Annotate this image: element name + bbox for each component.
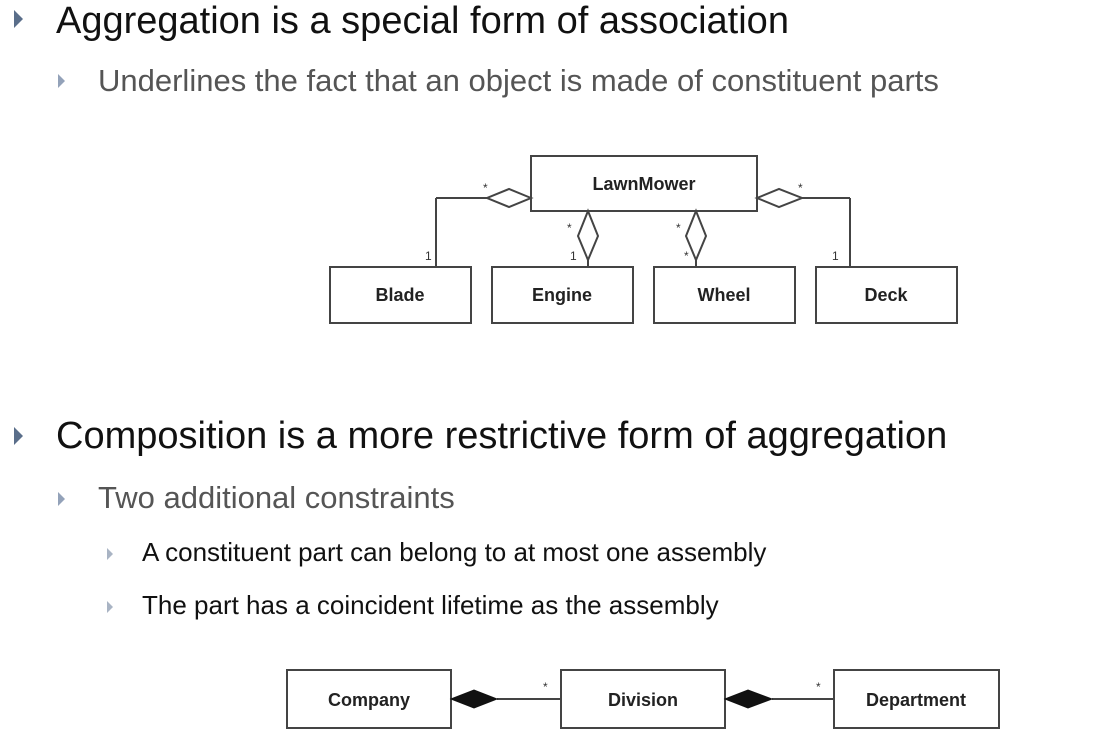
multiplicity-blade-whole: * bbox=[483, 181, 488, 195]
class-name-wheel: Wheel bbox=[697, 285, 750, 305]
multiplicity-engine-whole: * bbox=[567, 221, 572, 235]
aggregation-diamond-blade bbox=[484, 187, 534, 209]
class-box-department bbox=[833, 669, 1000, 729]
aggregation-diamond-wheel bbox=[684, 208, 708, 263]
multiplicity-deck-part: 1 bbox=[832, 249, 839, 263]
class-name-division: Division bbox=[608, 690, 678, 710]
triangle-bullet-icon bbox=[107, 548, 113, 560]
triangle-bullet-icon bbox=[58, 74, 65, 88]
composition-diamond-division bbox=[723, 689, 774, 709]
class-box-blade bbox=[329, 266, 472, 324]
multiplicity-division: * bbox=[543, 680, 548, 694]
triangle-bullet-icon bbox=[107, 601, 113, 613]
class-name-engine: Engine bbox=[532, 285, 592, 305]
class-name-blade: Blade bbox=[375, 285, 424, 305]
class-name-company: Company bbox=[328, 690, 410, 710]
aggregation-diamond-engine bbox=[576, 208, 600, 263]
multiplicity-engine-part: 1 bbox=[570, 249, 577, 263]
class-name-deck: Deck bbox=[864, 285, 908, 305]
multiplicity-blade-part: 1 bbox=[425, 249, 432, 263]
class-box-wheel bbox=[653, 266, 796, 324]
bullet-composition-detail: Two additional constraints bbox=[98, 480, 455, 515]
triangle-bullet-icon bbox=[14, 10, 23, 28]
class-box-lawnmower bbox=[530, 155, 758, 212]
triangle-bullet-icon bbox=[14, 427, 23, 445]
composition-diamond-company bbox=[449, 689, 499, 709]
class-box-deck bbox=[815, 266, 958, 324]
bullet-aggregation-detail: Underlines the fact that an object is ma… bbox=[98, 63, 939, 98]
multiplicity-wheel-part: * bbox=[684, 249, 689, 263]
aggregation-diamond-deck bbox=[754, 187, 805, 209]
multiplicity-department: * bbox=[816, 680, 821, 694]
class-box-company bbox=[286, 669, 452, 729]
bullet-aggregation: Aggregation is a special form of associa… bbox=[56, 0, 789, 42]
class-name-department: Department bbox=[866, 690, 966, 710]
class-name-lawnmower: LawnMower bbox=[592, 174, 695, 194]
bullet-composition: Composition is a more restrictive form o… bbox=[56, 415, 948, 457]
class-box-engine bbox=[491, 266, 634, 324]
multiplicity-deck-whole: * bbox=[798, 181, 803, 195]
class-box-division bbox=[560, 669, 726, 729]
multiplicity-wheel-whole: * bbox=[676, 221, 681, 235]
constraint-one-assembly: A constituent part can belong to at most… bbox=[142, 537, 767, 567]
constraint-coincident-lifetime: The part has a coincident lifetime as th… bbox=[142, 590, 719, 620]
triangle-bullet-icon bbox=[58, 492, 65, 506]
